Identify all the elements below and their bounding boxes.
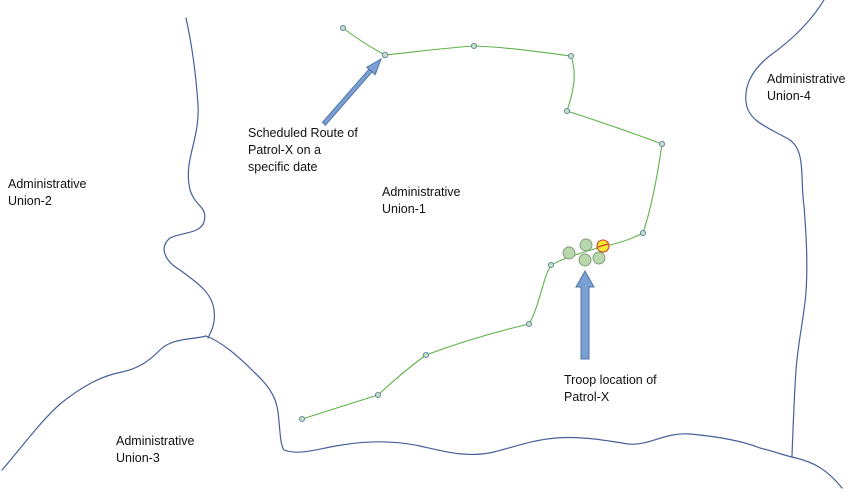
waypoint-marker <box>298 415 306 423</box>
boundary-east-vertical <box>745 0 825 457</box>
region-label-union-4: Administrative Union-4 <box>767 71 846 105</box>
region-label-line: Union-4 <box>767 89 811 103</box>
region-label-line: Administrative <box>767 72 846 86</box>
region-label-union-1: Administrative Union-1 <box>382 184 461 218</box>
waypoint-marker <box>567 52 575 60</box>
boundary-west-vertical <box>163 17 215 339</box>
waypoint-marker <box>422 351 430 359</box>
annotation-line: Scheduled Route of <box>248 126 358 140</box>
troop-marker <box>592 251 606 265</box>
region-label-union-2: Administrative Union-2 <box>8 176 87 210</box>
waypoint-marker <box>525 320 533 328</box>
waypoint-marker <box>639 229 647 237</box>
waypoint-marker <box>470 42 478 50</box>
annotation-line: Patrol-X <box>564 390 610 404</box>
annotation-line: Troop location of <box>564 373 657 387</box>
waypoint-marker <box>658 140 666 148</box>
region-label-line: Union-1 <box>382 202 426 216</box>
route-annotation: Scheduled Route of Patrol-X on a specifi… <box>248 125 358 176</box>
boundary-south <box>205 335 843 489</box>
annotation-line: Patrol-X on a <box>248 143 321 157</box>
waypoint-marker <box>381 51 389 59</box>
route-pointer-arrow-body <box>321 68 373 126</box>
troop-marker <box>579 238 593 252</box>
troop-annotation: Troop location of Patrol-X <box>564 372 657 406</box>
troop-pointer-arrow <box>575 269 595 360</box>
waypoint-marker <box>339 24 347 32</box>
troop-marker <box>562 246 576 260</box>
annotation-line: specific date <box>248 160 318 174</box>
region-label-union-3: Administrative Union-3 <box>116 433 195 467</box>
waypoint-marker <box>563 107 571 115</box>
waypoint-marker <box>374 391 382 399</box>
patrol-x-marker <box>596 239 610 253</box>
region-label-line: Administrative <box>382 185 461 199</box>
region-label-line: Union-2 <box>8 194 52 208</box>
troop-marker <box>578 253 592 267</box>
waypoint-marker <box>547 261 555 269</box>
region-label-line: Administrative <box>8 177 87 191</box>
region-label-line: Administrative <box>116 434 195 448</box>
boundary-southwest <box>1 335 207 471</box>
region-label-line: Union-3 <box>116 451 160 465</box>
